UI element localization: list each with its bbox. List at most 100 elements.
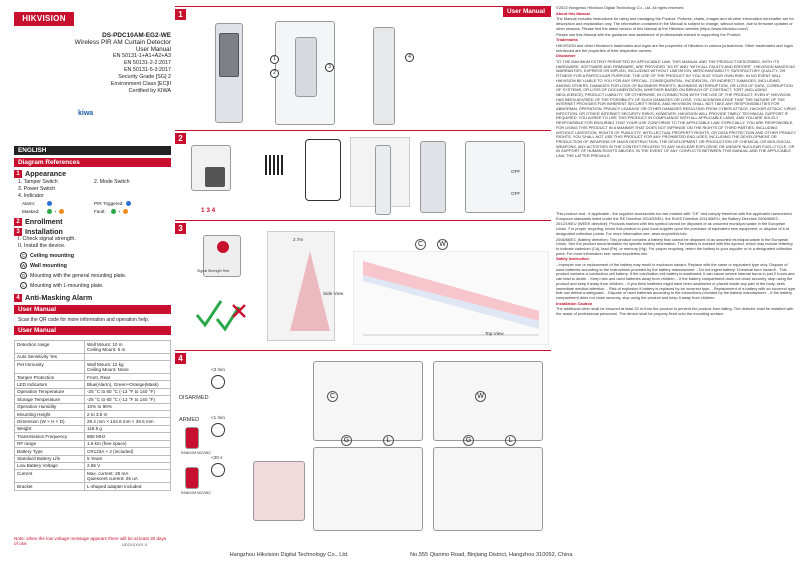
spec-row: Operation Temperature-25 °C to 60 °C (-1… [14, 387, 171, 397]
appearance-item: 2. Mode Switch [94, 179, 130, 185]
panel-number: 2 [175, 133, 186, 144]
switch-label: OFF [511, 169, 521, 174]
wall-mount-icon: W [475, 391, 486, 402]
detector-board-image [219, 33, 239, 77]
weee-text: 2012/19/EU (WEEE directive): Products ma… [556, 221, 789, 236]
led-alarm: Alarm: [22, 201, 53, 208]
detection-zone [290, 251, 330, 331]
spec-name: Detection range [14, 340, 85, 354]
spec-name: Weight [14, 424, 85, 434]
l-plate-image [433, 447, 543, 531]
kiwa-logo: kiwa [78, 110, 94, 117]
led-pir: PIR Triggered: [94, 201, 132, 208]
panel-appearance: 1 User Manual 1 2 3 4 [175, 6, 551, 128]
spec-value: 1.6 km (free space) [84, 439, 171, 449]
spec-value: -25 °C to 60 °C (-13 °F to 140 °F) [84, 387, 171, 397]
green-led-icon [110, 209, 116, 215]
installation-caution-text: The additional clinic shall be ensured a… [556, 306, 794, 317]
legal-text: ©2023 Hangzhou Hikvision Digital Technol… [556, 5, 796, 160]
spec-name: Standard Battery Life [14, 454, 85, 463]
callout-2: 2 [270, 69, 279, 78]
spec-value: -25 °C to 60 °C (-13 °F to 140 °F) [84, 395, 171, 404]
detector-image [375, 145, 391, 215]
side-view-label: Side View [323, 291, 344, 296]
hikvision-logo: HIKVISION [14, 12, 74, 26]
coverage-chart [353, 251, 549, 345]
spec-name: Operation Temperature [14, 387, 85, 397]
general-plate-image [313, 447, 423, 531]
installation-caution-heading: Installation Caution [556, 300, 593, 306]
standard: Environment Class [EC]II [110, 81, 171, 87]
section-anti-masking: 4 Anti-Masking Alarm [14, 293, 92, 302]
spec-value [84, 352, 171, 362]
ceiling-mount-icon: C [327, 391, 338, 402]
spec-name: Auto Sensitivity Yes [14, 352, 85, 362]
standard: Certified by KIWA [128, 88, 171, 94]
person-icon [185, 427, 199, 449]
spec-name: Current [14, 469, 85, 484]
spec-value: Blue(Alarm), Green+Orange(Mask) [84, 380, 171, 389]
model-code: DS-PDC10AM-EG2-WE [102, 32, 171, 39]
spec-name: RF range [14, 439, 85, 449]
spec-value: 29.2 mm × 134.6 mm × 39.6 mm [84, 417, 171, 426]
panel-number: 1 [175, 9, 186, 20]
led-fault: Fault: + [94, 209, 129, 216]
qr-instruction: Scan the QR code for more information an… [18, 317, 150, 323]
trademarks-text: HIKVISION and other Hikvision's trademar… [556, 42, 794, 53]
panel-number: 3 [175, 223, 186, 234]
steps-label: 1 3 4 [201, 207, 216, 214]
battery-note: Note: when the low voltage message appea… [14, 536, 167, 547]
company-name: Hangzhou Hikvision Digital Technology Co… [229, 552, 349, 558]
appearance-item: 3. Power Switch [18, 186, 56, 192]
user-manual-bar: User Manual [14, 326, 171, 335]
safety-text: - Improper use or replacement of the bat… [556, 262, 796, 300]
time-label: <3 min [211, 367, 225, 372]
spec-value: Wall Mount: 12 kg Ceiling Mount: None [84, 360, 171, 375]
spec-value: CR123A × 2 (included) [84, 447, 171, 456]
pcb-image [295, 37, 317, 97]
language-bar: ENGLISH [14, 146, 171, 155]
detector-pcb-image [465, 141, 525, 213]
wall-mount-icon: W [20, 262, 27, 269]
armed-label: ARMED [179, 417, 200, 423]
panel-installation: 3 Signal Strength Test 2.7m Side View C … [175, 220, 551, 348]
green-led-icon [46, 209, 52, 215]
disclaimer-text: TO THE MAXIMUM EXTENT PERMITTED BY APPLI… [556, 59, 796, 159]
mount-label: Mounting with the general mounting plate… [30, 272, 127, 279]
spec-value: 868 MHz [84, 432, 171, 441]
spec-name: Mounting Height [14, 410, 85, 419]
result-icons [195, 300, 246, 332]
right-column: ©2023 Hangzhou Hikvision Digital Technol… [556, 5, 796, 546]
time-label: <1 min [211, 415, 225, 420]
led-label: PIR Triggered: [94, 201, 124, 206]
moving-label: RANDOM MOVING [181, 491, 211, 495]
spec-name: Dimension (W × H × D) [14, 417, 85, 426]
spec-value: 118.5 g [84, 424, 171, 434]
battery-text: 2006/66/EC (battery directive): This pro… [556, 236, 793, 256]
top-view-label: Top View [485, 331, 504, 336]
spec-value: 2 to 3.5 m [84, 410, 171, 419]
standard: Security Grade [SG] 2 [118, 74, 171, 80]
disarmed-label: DISARMED [179, 395, 209, 401]
panel-enrollment: 2 OFF OFF 1 3 4 [175, 130, 551, 218]
user-manual-bar: User Manual [14, 305, 171, 314]
spec-row: Dimension (W × H × D)29.2 mm × 134.6 mm … [14, 417, 171, 426]
company-address: No.555 Qianmo Road, Binjiang District, H… [410, 552, 573, 558]
hub-image [205, 167, 225, 187]
diagram-area: 1 User Manual 1 2 3 4 2 OFF OFF 1 3 4 [175, 6, 551, 546]
spec-name: Tamper Protection [14, 373, 85, 382]
led-label: Fault: [94, 209, 106, 214]
blue-led-icon [46, 201, 52, 207]
section-title: Installation [25, 227, 63, 236]
indicator-icon [217, 241, 229, 253]
install-step: I. Check signal strength. [18, 236, 76, 242]
